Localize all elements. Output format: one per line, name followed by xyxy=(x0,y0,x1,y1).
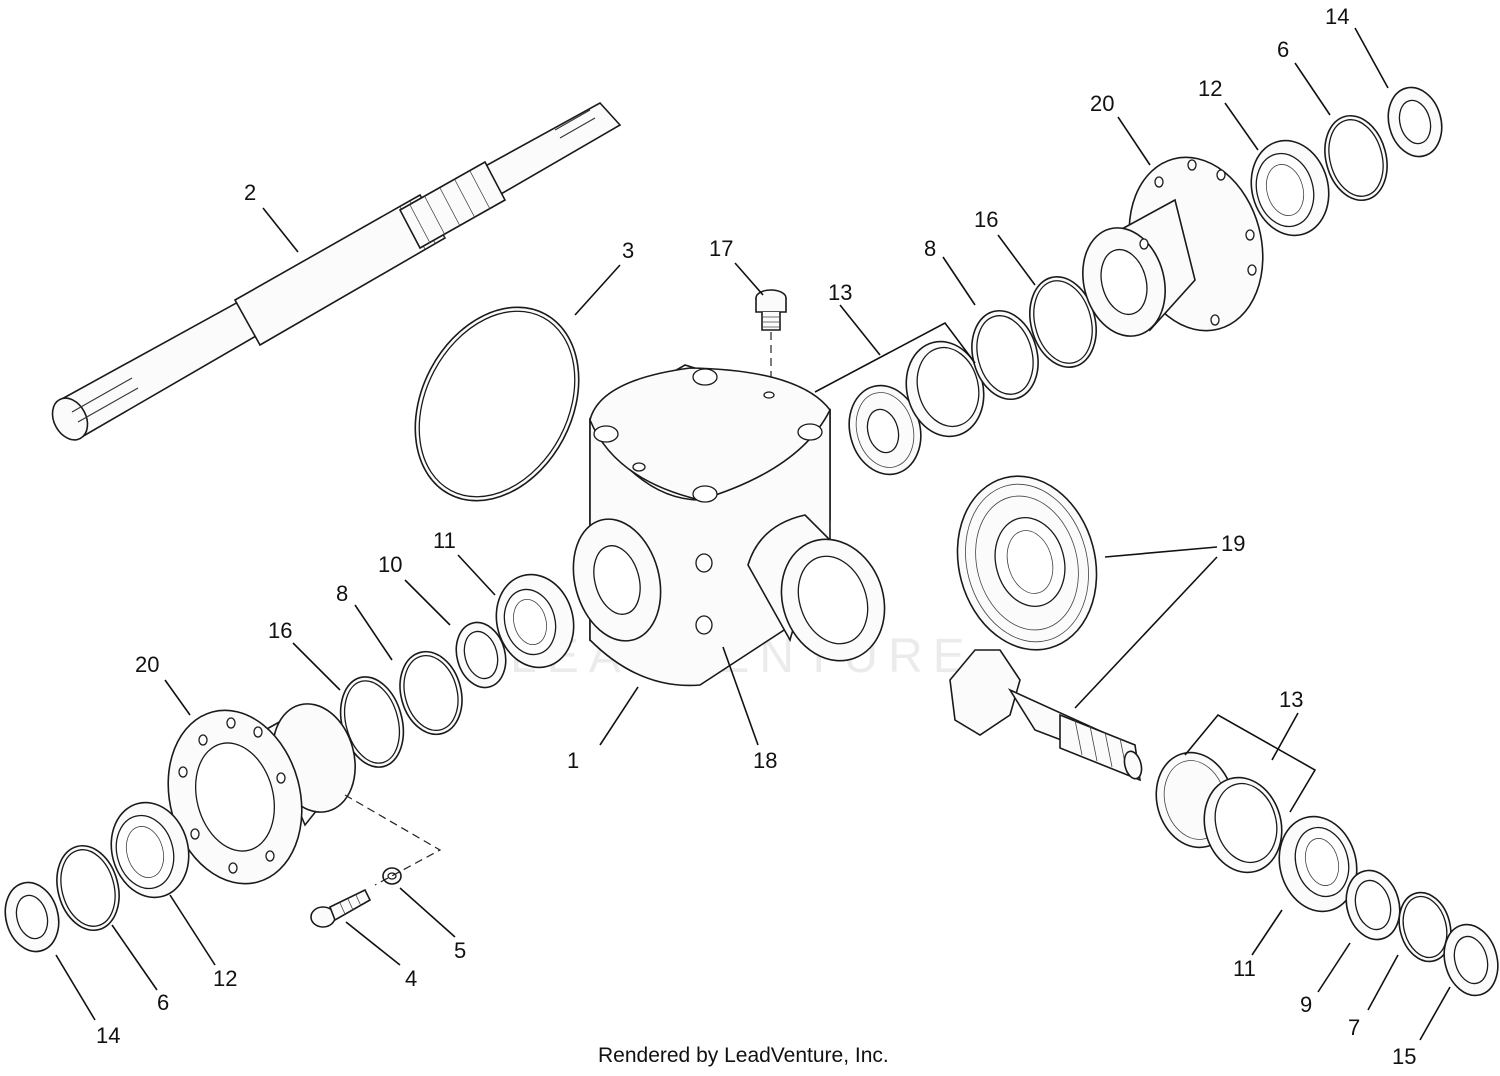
part-flange-housing-upper xyxy=(1082,156,1264,337)
callout-12-left: 12 xyxy=(213,966,237,991)
callout-14-left: 14 xyxy=(96,1023,120,1048)
callout-16-left: 16 xyxy=(268,618,292,643)
part-shaft xyxy=(51,101,622,441)
part-flange-housing-left xyxy=(167,703,356,885)
callout-10: 10 xyxy=(378,552,402,577)
callout-4: 4 xyxy=(405,966,417,991)
callout-17: 17 xyxy=(709,236,733,261)
callout-7: 7 xyxy=(1348,1015,1360,1040)
callout-20-upper: 20 xyxy=(1090,91,1114,116)
callout-15: 15 xyxy=(1392,1044,1416,1069)
callout-13-upper: 13 xyxy=(828,280,852,305)
part-bevel-gear-set xyxy=(949,475,1143,782)
callout-6-upper: 6 xyxy=(1277,37,1289,62)
part-bolt xyxy=(310,888,372,928)
callout-13-lower: 13 xyxy=(1279,687,1303,712)
callout-1: 1 xyxy=(567,748,579,773)
callout-20-left: 20 xyxy=(135,652,159,677)
bolt-dashed-line xyxy=(344,794,442,886)
callout-8-upper: 8 xyxy=(924,236,936,261)
callout-5: 5 xyxy=(454,938,466,963)
callout-11-lower: 11 xyxy=(1233,956,1256,981)
callout-14-upper: 14 xyxy=(1325,4,1349,29)
callout-12-upper: 12 xyxy=(1198,76,1222,101)
leader-lines xyxy=(55,27,1451,1041)
callout-19: 19 xyxy=(1221,531,1245,556)
callout-9: 9 xyxy=(1300,992,1312,1017)
callout-3: 3 xyxy=(622,238,634,263)
callout-11-left: 11 xyxy=(433,528,456,553)
callout-8-left: 8 xyxy=(336,581,348,606)
callout-2: 2 xyxy=(244,180,256,205)
callout-16-upper: 16 xyxy=(974,207,998,232)
callout-18: 18 xyxy=(753,748,777,773)
callout-labels: 2 3 17 13 8 16 20 12 6 14 19 13 11 9 7 1… xyxy=(96,4,1416,1069)
footer-credit: Rendered by LeadVenture, Inc. xyxy=(598,1044,889,1067)
part-plug xyxy=(755,289,787,331)
part-gearbox-housing xyxy=(572,364,886,687)
callout-6-left: 6 xyxy=(157,990,169,1015)
